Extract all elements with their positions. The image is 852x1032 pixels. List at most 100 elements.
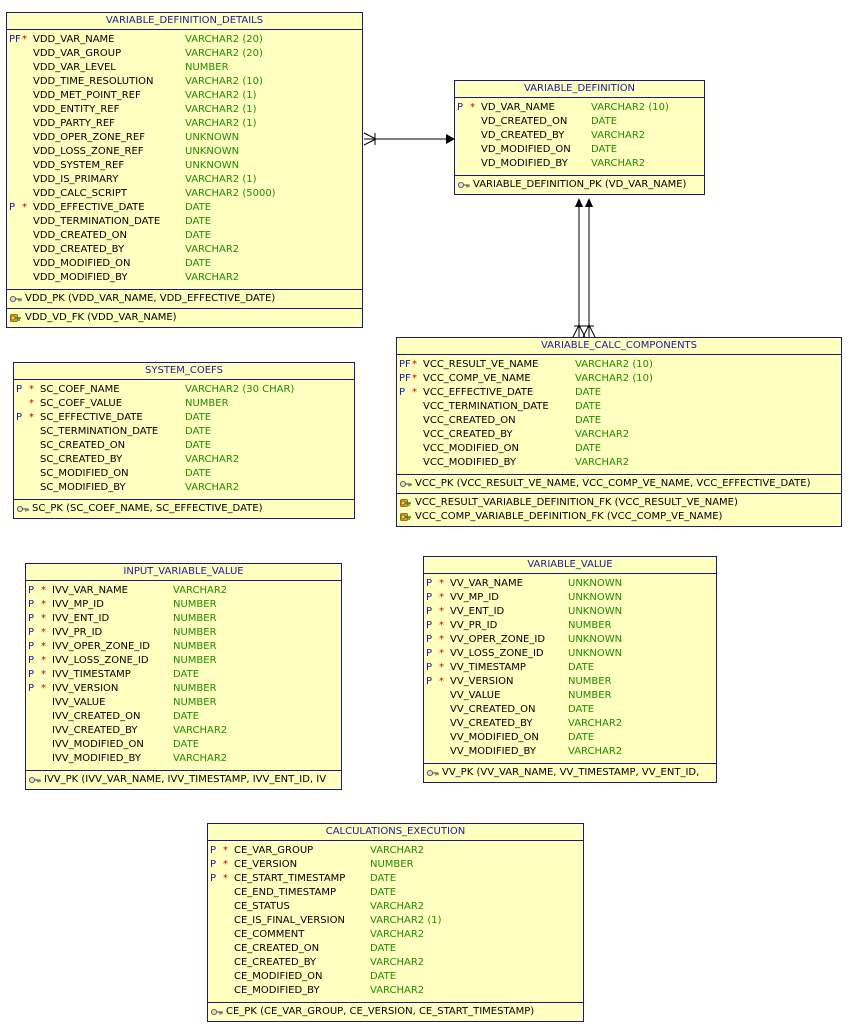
key-flag: P <box>426 606 433 617</box>
key-flag: P <box>399 387 406 398</box>
key-flag: P <box>426 578 433 589</box>
column-name: VV_VALUE <box>450 690 501 701</box>
column-name: VDD_SYSTEM_REF <box>33 160 125 171</box>
key-marker: P* <box>28 654 52 668</box>
primary-key-section: VDD_PK (VDD_VAR_NAME, VDD_EFFECTIVE_DATE… <box>7 290 362 309</box>
column-name: CE_CREATED_ON <box>234 943 320 954</box>
key-flag: P <box>28 669 35 680</box>
key-marker: P* <box>28 584 52 598</box>
primary-key-constraint: VDD_PK (VDD_VAR_NAME, VDD_EFFECTIVE_DATE… <box>7 292 362 306</box>
key-flag: P <box>426 592 433 603</box>
foreign-key-icon <box>400 499 411 507</box>
column-type: DATE <box>370 971 397 982</box>
primary-key-section: CE_PK (CE_VAR_GROUP, CE_VERSION, CE_STAR… <box>208 1003 583 1021</box>
required-flag: * <box>29 384 34 395</box>
key-marker: P* <box>16 383 40 397</box>
required-flag: * <box>439 662 444 673</box>
key-flag: P <box>28 585 35 596</box>
key-flag: P <box>28 683 35 694</box>
key-flag: P <box>426 662 433 673</box>
table-title: CALCULATIONS_EXECUTION <box>208 824 583 841</box>
key-marker: P* <box>426 619 450 633</box>
column-name: VCC_EFFECTIVE_DATE <box>423 387 534 398</box>
column-type: VARCHAR2 <box>370 929 425 940</box>
column-type: VARCHAR2 <box>185 244 240 255</box>
required-flag: * <box>41 585 46 596</box>
key-flag: PF <box>399 359 411 370</box>
primary-key-section: SC_PK (SC_COEF_NAME, SC_EFFECTIVE_DATE) <box>14 500 354 518</box>
column-type: DATE <box>575 387 602 398</box>
constraint-text: VARIABLE_DEFINITION_PK (VD_VAR_NAME) <box>473 179 687 190</box>
column-name: CE_START_TIMESTAMP <box>234 873 346 884</box>
column-name: CE_MODIFIED_BY <box>234 985 320 996</box>
column-type: VARCHAR2 <box>370 957 425 968</box>
column-name: VV_VAR_NAME <box>450 578 523 589</box>
column-name: IVV_TIMESTAMP <box>52 669 131 680</box>
column-type: DATE <box>185 230 212 241</box>
key-marker: P* <box>210 858 234 872</box>
key-marker: P* <box>426 591 450 605</box>
column-name: CE_STATUS <box>234 901 290 912</box>
column-name: SC_MODIFIED_ON <box>40 468 129 479</box>
primary-key-constraint: SC_PK (SC_COEF_NAME, SC_EFFECTIVE_DATE) <box>14 502 354 516</box>
column-name: IVV_VERSION <box>52 683 119 694</box>
constraint-text: VCC_RESULT_VARIABLE_DEFINITION_FK (VCC_R… <box>415 497 738 508</box>
column-type: DATE <box>575 443 602 454</box>
column-type: VARCHAR2 (5000) <box>185 188 276 199</box>
column-type: VARCHAR2 <box>591 130 646 141</box>
required-flag: * <box>439 592 444 603</box>
column-name: VDD_VAR_GROUP <box>33 48 122 59</box>
column-type: VARCHAR2 (1) <box>185 104 257 115</box>
column-name: VV_OPER_ZONE_ID <box>450 634 546 645</box>
column-name: IVV_VALUE <box>52 697 106 708</box>
column-name: VD_MODIFIED_BY <box>481 158 568 169</box>
table-title: VARIABLE_DEFINITION <box>455 81 704 98</box>
column-name: VDD_LOSS_ZONE_REF <box>33 146 144 157</box>
column-name: VDD_TIME_RESOLUTION <box>33 76 154 87</box>
column-name: SC_MODIFIED_BY <box>40 482 126 493</box>
primary-key-icon <box>427 770 439 776</box>
column-type: NUMBER <box>173 641 217 652</box>
key-flag: P <box>426 634 433 645</box>
table-title: VARIABLE_VALUE <box>424 557 716 574</box>
required-flag: * <box>41 599 46 610</box>
required-flag: * <box>439 578 444 589</box>
foreign-key-constraint: VCC_RESULT_VARIABLE_DEFINITION_FK (VCC_R… <box>397 496 841 510</box>
primary-key-icon <box>458 182 470 188</box>
foreign-key-section: VCC_RESULT_VARIABLE_DEFINITION_FK (VCC_R… <box>397 494 841 526</box>
required-flag: * <box>22 34 27 45</box>
column-type: VARCHAR2 <box>591 158 646 169</box>
